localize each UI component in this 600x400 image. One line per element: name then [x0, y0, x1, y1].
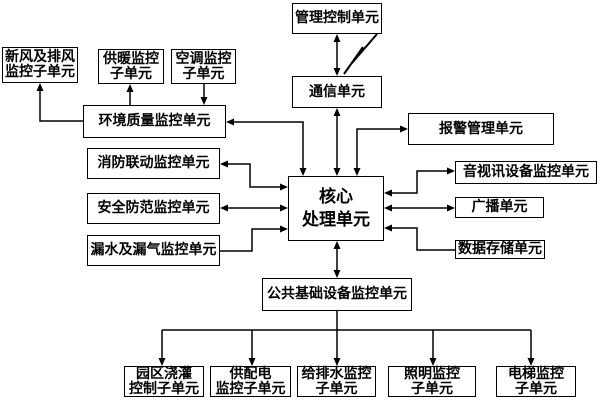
arrowhead-right-icon: [280, 183, 288, 191]
node-elevator: 电梯监控 子单元: [496, 366, 576, 397]
arrowhead-down-icon: [248, 358, 256, 366]
arrowhead-down-icon: [353, 168, 361, 176]
node-ac-monitor: 空调监控 子单元: [171, 49, 236, 84]
node-leak-monitor: 漏水及漏气监控单元: [87, 235, 220, 266]
arrowhead-left-icon: [226, 118, 234, 126]
arrowhead-down-icon: [333, 358, 341, 366]
arrowhead-right-icon: [280, 204, 288, 212]
node-av-equipment: 音视讯设备监控单元: [455, 161, 597, 184]
edge-core-env: [234, 121, 304, 168]
arrowhead-down-icon: [158, 358, 166, 366]
node-fresh-air-exhaust: 新风及排风 监控子单元: [2, 47, 78, 83]
arrowhead-left-icon: [384, 204, 392, 212]
arrowhead-down-icon: [333, 68, 341, 76]
arrowhead-left-icon: [384, 189, 392, 197]
node-data-storage: 数据存储单元: [455, 240, 545, 259]
arrowhead-down-icon: [333, 270, 341, 278]
node-irrigation: 园区浇灌 控制子单元: [124, 366, 204, 397]
arrowhead-up-icon: [333, 241, 341, 249]
edge-storage-core: [392, 227, 455, 251]
edge-core-fire: [228, 163, 280, 188]
node-security: 安全防范监控单元: [87, 193, 220, 224]
node-fire-linkage: 消防联动监控单元: [87, 148, 220, 179]
node-broadcast: 广播单元: [455, 197, 544, 218]
arrowhead-up-icon: [36, 83, 44, 91]
arrowhead-down-icon: [299, 168, 307, 176]
arrowhead-right-icon: [447, 204, 455, 212]
arrowhead-up-icon: [333, 34, 341, 42]
arrowhead-down-icon: [333, 168, 341, 176]
lightning-bolt-icon: [343, 33, 378, 75]
node-lighting: 照明监控 子单元: [388, 366, 476, 397]
edge-env-fresh-air: [39, 90, 83, 122]
arrowhead-down-icon: [429, 358, 437, 366]
arrowhead-down-icon: [527, 358, 535, 366]
arrowhead-left-icon: [384, 224, 392, 232]
node-alarm-management: 报警管理单元: [408, 113, 554, 145]
node-public-facilities: 公共基础设备监控单元: [262, 278, 412, 311]
edge-core-alarm: [356, 128, 400, 168]
node-heating-monitor: 供暖监控 子单元: [98, 49, 164, 84]
arrowhead-right-icon: [400, 125, 408, 133]
edge-core-av: [392, 170, 447, 194]
arrowhead-left-icon: [220, 204, 228, 212]
node-power-distribution: 供配电 监控子单元: [210, 366, 291, 397]
arrowhead-right-icon: [280, 225, 288, 233]
arrowhead-down-icon: [200, 97, 208, 105]
node-core-processing: 核心 处理单元: [288, 176, 384, 241]
node-management-control: 管理控制单元: [292, 3, 382, 34]
arrowhead-up-icon: [126, 84, 134, 92]
arrowhead-left-icon: [220, 160, 228, 168]
arrowhead-up-icon: [333, 108, 341, 116]
node-communication: 通信单元: [292, 76, 382, 108]
node-water-drainage: 给排水监控 子单元: [297, 366, 376, 397]
arrowhead-right-icon: [447, 167, 455, 175]
node-env-quality: 环境质量监控单元: [83, 105, 226, 138]
edge-leak-core: [220, 228, 280, 252]
